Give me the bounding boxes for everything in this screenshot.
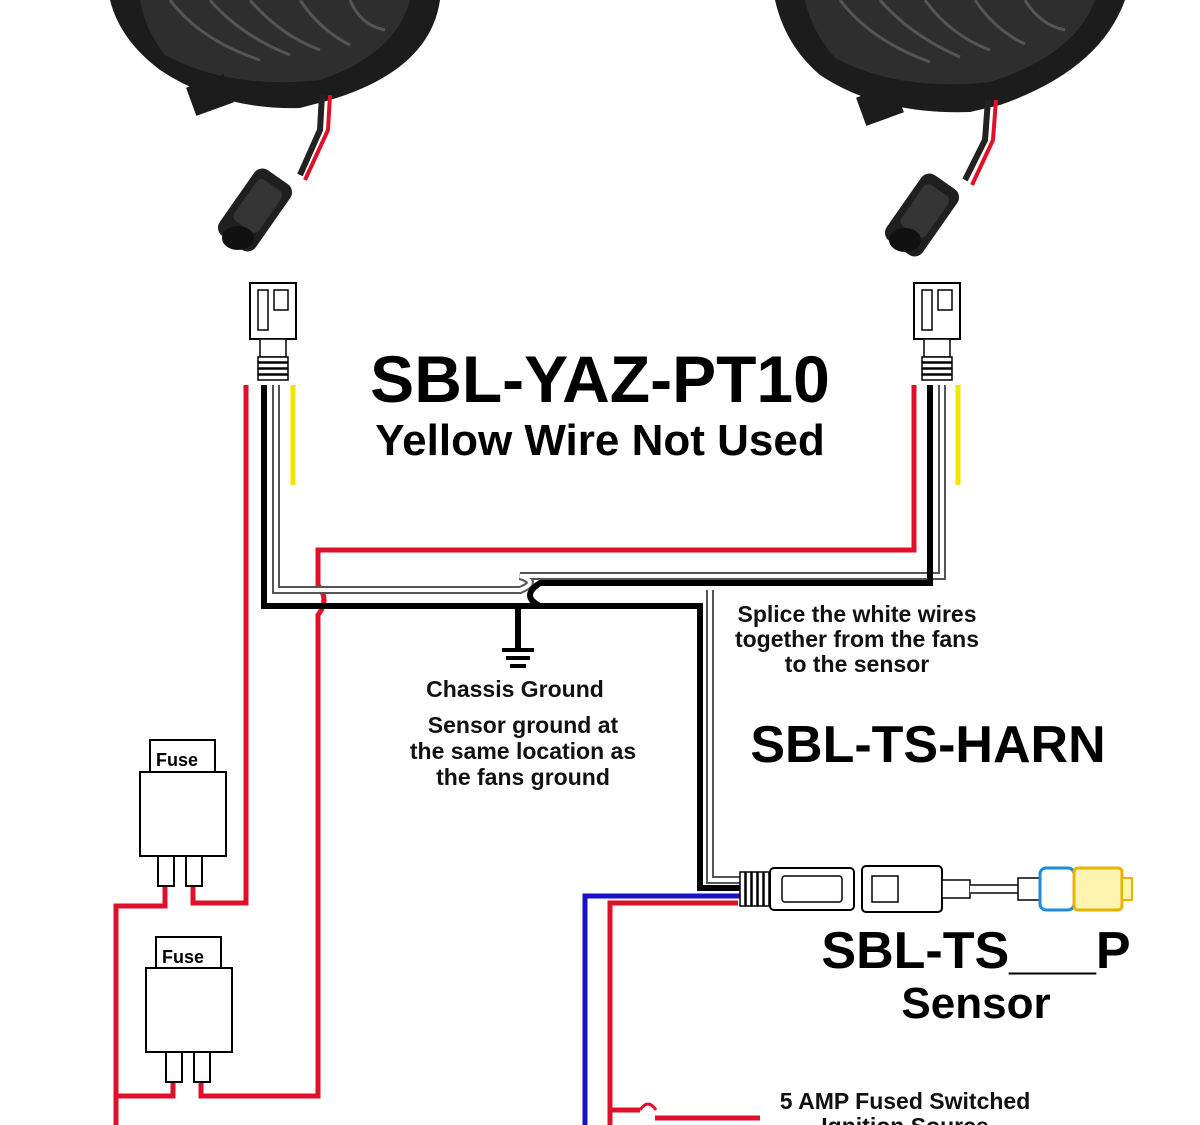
fuse-1-label: Fuse <box>156 750 198 770</box>
harness-model-title: SBL-YAZ-PT10 <box>370 342 830 416</box>
sensor-ground-line3: the fans ground <box>436 764 610 790</box>
sensor-ground-line2: the same location as <box>410 738 636 764</box>
white-wires <box>272 385 946 884</box>
harness-connector-right <box>913 282 961 381</box>
sensor-harness-connector <box>739 865 943 913</box>
ground-wires <box>261 385 933 891</box>
fuse-2: Fuse <box>145 936 233 1083</box>
splice-note-line2: together from the fans <box>735 626 979 652</box>
sensor-model-title: SBL-TS___P <box>821 922 1130 980</box>
fuse-2-label: Fuse <box>162 947 204 967</box>
sensor-label: Sensor <box>901 979 1050 1028</box>
chassis-ground-icon <box>502 648 534 668</box>
sensor-harness-title: SBL-TS-HARN <box>750 716 1105 774</box>
splice-note-line3: to the sensor <box>785 651 929 677</box>
fan-right <box>775 0 1125 257</box>
ignition-note-line1: 5 AMP Fused Switched <box>780 1088 1031 1114</box>
splice-note-line1: Splice the white wires <box>737 601 976 627</box>
chassis-ground-label: Chassis Ground <box>426 676 604 702</box>
power-wires <box>113 385 917 1125</box>
ignition-note-line2: Ignition Source <box>821 1113 988 1125</box>
ignition-wire <box>582 893 740 1125</box>
fan-left <box>110 0 440 252</box>
ignition-fuse-hop <box>638 1102 658 1111</box>
sensor-body <box>941 866 1133 912</box>
fuse-1: Fuse <box>139 739 227 887</box>
sensor-ground-line1: Sensor ground at <box>428 712 619 738</box>
harness-subtitle: Yellow Wire Not Used <box>375 416 824 465</box>
harness-connector-left <box>249 282 297 381</box>
